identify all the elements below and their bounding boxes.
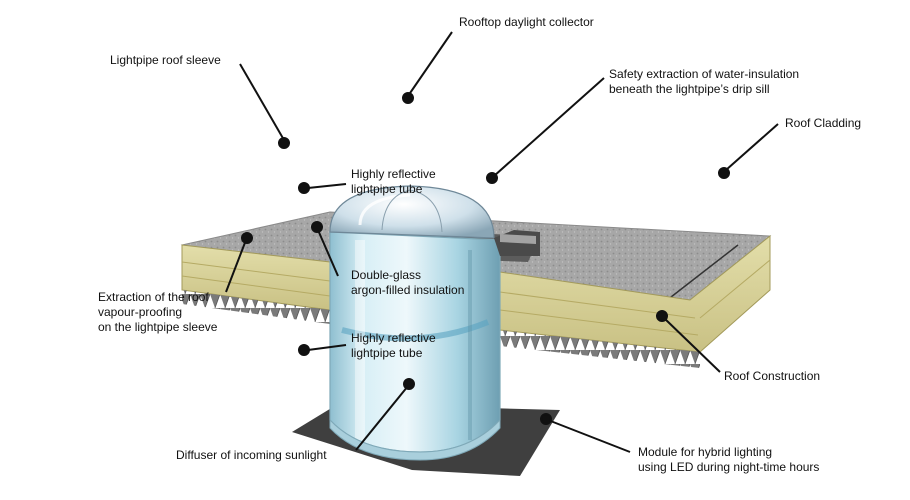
- label-safety-extraction: Safety extraction of water-insulation be…: [609, 67, 800, 96]
- leader-dot: [278, 137, 290, 149]
- label-vapour-extraction: Extraction of the roof vapour-proofing o…: [98, 290, 218, 334]
- daylight-dome: [329, 185, 495, 239]
- leader-dot: [403, 378, 415, 390]
- leader-dot: [718, 167, 730, 179]
- label-reflective-tube-top: Highly reflective lightpipe tube: [351, 167, 436, 196]
- label-roof-cladding: Roof Cladding: [785, 116, 862, 130]
- corrugated-deck-left: [182, 290, 330, 324]
- label-reflective-tube-lower: Highly reflective lightpipe tube: [351, 331, 436, 360]
- leader-diffuser: [355, 385, 409, 451]
- label-roof-sleeve: Lightpipe roof sleeve: [110, 53, 221, 67]
- leader-rooftop: [407, 31, 453, 97]
- label-diffuser: Diffuser of incoming sunlight: [176, 448, 327, 462]
- leader-dot: [311, 221, 323, 233]
- leader-cladding: [725, 123, 779, 171]
- cladding-seam: [661, 244, 739, 305]
- leader-sleeve: [239, 63, 285, 141]
- leader-dot: [241, 232, 253, 244]
- leader-dot: [298, 344, 310, 356]
- leader-double-glass: [317, 229, 339, 277]
- leader-dot: [656, 310, 668, 322]
- leader-dot: [298, 182, 310, 194]
- leader-construction: [663, 317, 721, 373]
- label-rooftop-collector: Rooftop daylight collector: [459, 15, 594, 29]
- leader-tube-lower: [307, 344, 347, 351]
- leader-led: [547, 419, 631, 453]
- leader-dot: [402, 92, 414, 104]
- corrugated-deck-right: [500, 330, 700, 368]
- label-double-glass: Double-glass argon-filled insulation: [351, 268, 465, 297]
- leader-vapour: [225, 239, 247, 293]
- leader-tube-top: [307, 183, 347, 189]
- diffuser: [329, 418, 501, 461]
- label-led-module: Module for hybrid lighting using LED dur…: [638, 445, 820, 474]
- leader-safety: [493, 77, 605, 177]
- leader-dot: [486, 172, 498, 184]
- leader-dot: [540, 413, 552, 425]
- label-roof-construction: Roof Construction: [724, 369, 821, 383]
